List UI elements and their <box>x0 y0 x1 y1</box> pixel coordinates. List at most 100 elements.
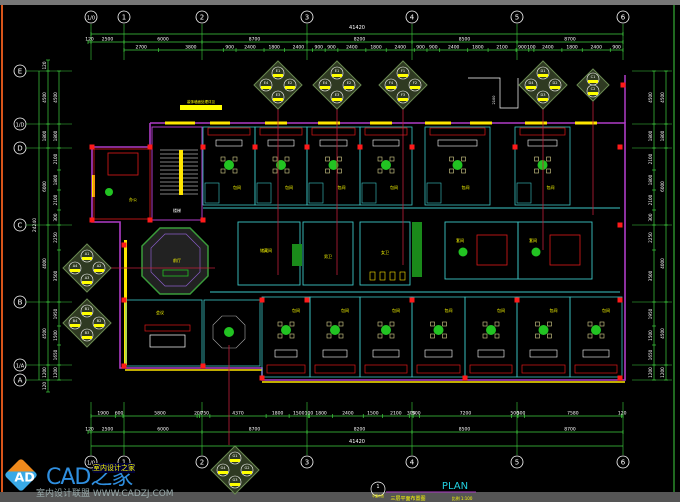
dimension-text: 2400 <box>293 45 305 51</box>
chair <box>430 321 435 327</box>
dining-table <box>330 325 340 335</box>
grid-row-label-5: 1/A <box>16 364 25 370</box>
grid-label-top-5: 5 <box>515 14 519 22</box>
logo-cube-icon: AD <box>4 458 38 492</box>
grid-bubble-top-6 <box>616 10 630 24</box>
elevation-tag-bar <box>285 86 295 89</box>
chair <box>389 321 395 327</box>
elevation-tag: E1 <box>335 69 339 73</box>
elevation-tag: E2 <box>347 81 351 85</box>
chair <box>337 168 342 174</box>
chair <box>377 156 383 162</box>
dimension-text: 2400 <box>448 45 460 51</box>
elevation-tag-bar <box>230 459 240 462</box>
dimension-text: 2500 <box>102 427 114 433</box>
chair <box>461 168 466 174</box>
dimension-text: 4370 <box>232 411 244 417</box>
elevation-marker <box>396 90 410 104</box>
dimension-text: 300 <box>648 213 653 221</box>
grid-bubble-top-4 <box>405 10 419 24</box>
chair <box>389 333 395 339</box>
elevation-tag-bar <box>94 269 104 272</box>
elevation-marker <box>80 273 94 287</box>
room-label: 包间 <box>445 307 453 313</box>
structural-column <box>512 144 518 150</box>
stair-handrail <box>179 150 183 195</box>
dimension-text: 750 <box>200 411 209 417</box>
grid-bubble-bottom-5 <box>510 455 524 469</box>
grid-bubble-top-2 <box>195 10 209 24</box>
structural-column <box>304 144 310 150</box>
elevation-tag: F2 <box>413 81 417 85</box>
dimension-text: 1800 <box>472 45 484 51</box>
chair <box>534 168 539 174</box>
toilet-fixture <box>389 271 396 281</box>
elevation-tag-bar <box>398 98 408 101</box>
grid-label-bottom-2: 2 <box>200 459 204 467</box>
dining-table <box>537 160 548 170</box>
dimension-text: 8200 <box>354 427 366 433</box>
room-label: 包间 <box>341 307 349 313</box>
room-label: 包间 <box>547 184 555 190</box>
chair <box>284 168 290 174</box>
dimension-text: 900 <box>429 45 438 51</box>
structural-column <box>252 144 258 150</box>
elevation-tag: E1 <box>276 69 280 73</box>
toilet-men <box>302 221 354 286</box>
tv-cabinet <box>582 349 610 358</box>
grid-label-top-1: 1 <box>122 14 126 22</box>
dimension-text: 8500 <box>459 427 471 433</box>
dining-table <box>381 160 391 170</box>
dimension-text: 6000 <box>42 181 47 192</box>
grid-label-top-0: 1/0 <box>87 16 95 22</box>
grid-label-bottom-5: 5 <box>515 459 519 467</box>
structural-column <box>462 375 468 381</box>
dimension-text: 100 <box>527 45 536 51</box>
room-label-stair: 楼梯 <box>173 207 181 213</box>
dimension-text: 8500 <box>459 37 471 43</box>
dimension-text: 200 <box>194 411 203 417</box>
dimension-text: 4500 <box>648 92 653 103</box>
elevation-tag: E4 <box>264 81 269 85</box>
dimension-text: 1800 <box>315 411 327 417</box>
bathroom <box>516 182 532 204</box>
window <box>265 121 287 125</box>
chair <box>535 333 540 339</box>
elevation-tag: E3 <box>335 93 339 97</box>
dimension-text: 1800 <box>370 45 382 51</box>
tv-cabinet <box>274 349 298 358</box>
dimension-text: 2100 <box>648 194 653 205</box>
grid-row-label-2: D <box>17 145 22 153</box>
dimension-text: 2500 <box>102 37 114 43</box>
elevation-marker <box>259 78 273 92</box>
callout-note: 装饰墙面处理详见 <box>187 99 215 104</box>
elevation-tag-bar <box>550 86 560 89</box>
dimension-text: 2400 <box>542 45 554 51</box>
dimension-text: 1800 <box>648 174 653 185</box>
elevation-marker <box>330 90 344 104</box>
dining-table <box>224 160 234 170</box>
room-label-suite: 套间 <box>529 237 537 243</box>
elevation-tag: A2 <box>97 264 102 268</box>
elevation-tag: C1 <box>591 75 596 79</box>
elevation-marker <box>80 304 94 318</box>
dimension-text: 1200 <box>42 367 47 378</box>
structural-column <box>200 363 206 369</box>
room-label: 包间 <box>392 307 400 313</box>
chair <box>338 333 344 339</box>
chair <box>232 168 238 174</box>
elevation-tag-bar <box>538 74 548 77</box>
grid-bubble-bottom-0 <box>84 455 98 469</box>
stair-well <box>151 126 203 221</box>
dimension-text: 500 <box>412 411 421 417</box>
toilet-women <box>359 221 411 286</box>
sofa <box>314 364 356 374</box>
logo-tag: 室内设计之家 <box>93 463 135 473</box>
bathroom <box>204 182 220 204</box>
chair <box>277 321 283 327</box>
structural-column <box>357 144 363 150</box>
elevation-tag: D4 <box>529 81 535 85</box>
chair <box>284 156 290 162</box>
elevation-tag-bar <box>344 86 354 89</box>
